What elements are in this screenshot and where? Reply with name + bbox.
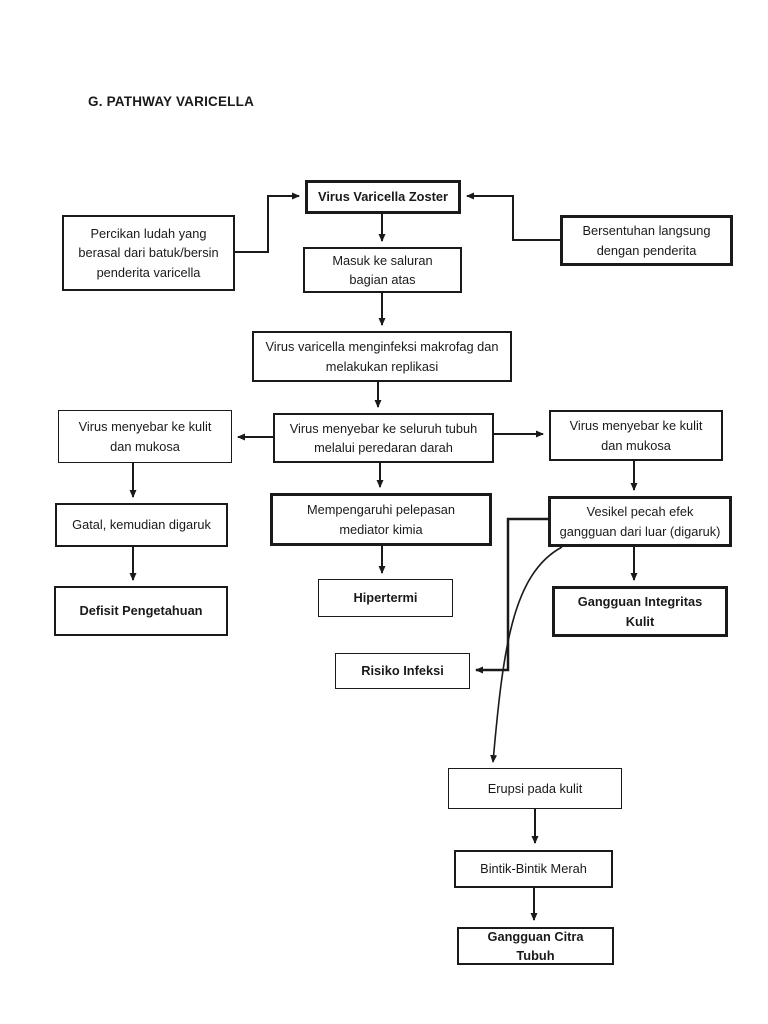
node-bintik-bintik-merah: Bintik-Bintik Merah <box>454 850 613 888</box>
node-virus-varicella-zoster: Virus Varicella Zoster <box>305 180 461 214</box>
node-gangguan-citra-tubuh: Gangguan Citra Tubuh <box>457 927 614 965</box>
edge-bersentuhan-vvz <box>466 192 560 241</box>
node-hipertermi: Hipertermi <box>318 579 453 617</box>
node-vesikel-pecah: Vesikel pecah efek gangguan dari luar (d… <box>548 496 732 547</box>
node-defisit-pengetahuan: Defisit Pengetahuan <box>54 586 228 636</box>
node-gangguan-integritas-kulit: Gangguan Integritas Kulit <box>552 586 728 637</box>
node-menginfeksi-makrofag: Virus varicella menginfeksi makrofag dan… <box>252 331 512 382</box>
node-gatal-digaruk: Gatal, kemudian digaruk <box>55 503 228 547</box>
edge-percikan-vvz <box>235 192 300 253</box>
node-menyebar-kulit-kiri: Virus menyebar ke kulit dan mukosa <box>58 410 232 463</box>
node-mempengaruhi-mediator: Mempengaruhi pelepasan mediator kimia <box>270 493 492 546</box>
node-bersentuhan-langsung: Bersentuhan langsung dengan penderita <box>560 215 733 266</box>
node-percikan-ludah: Percikan ludah yang berasal dari batuk/b… <box>62 215 235 291</box>
page-title: G. PATHWAY VARICELLA <box>88 94 255 109</box>
edge-vesikel-erupsi <box>490 546 563 763</box>
node-risiko-infeksi: Risiko Infeksi <box>335 653 470 689</box>
node-erupsi-pada-kulit: Erupsi pada kulit <box>448 768 622 809</box>
node-masuk-saluran: Masuk ke saluran bagian atas <box>303 247 462 293</box>
node-menyebar-seluruh-tubuh: Virus menyebar ke seluruh tubuh melalui … <box>273 413 494 463</box>
node-menyebar-kulit-kanan: Virus menyebar ke kulit dan mukosa <box>549 410 723 461</box>
